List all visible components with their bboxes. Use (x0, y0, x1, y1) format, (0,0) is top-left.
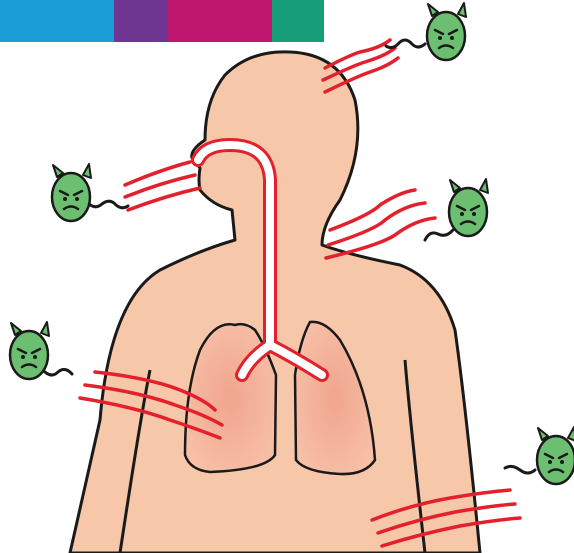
germ-icon (427, 3, 466, 60)
germ-icon (537, 427, 574, 484)
germ-icon (52, 164, 91, 221)
germ-icon (10, 322, 49, 379)
cold-wave-icon (326, 190, 435, 258)
germ-icon (449, 179, 488, 236)
cold-wave-icon (125, 162, 200, 210)
